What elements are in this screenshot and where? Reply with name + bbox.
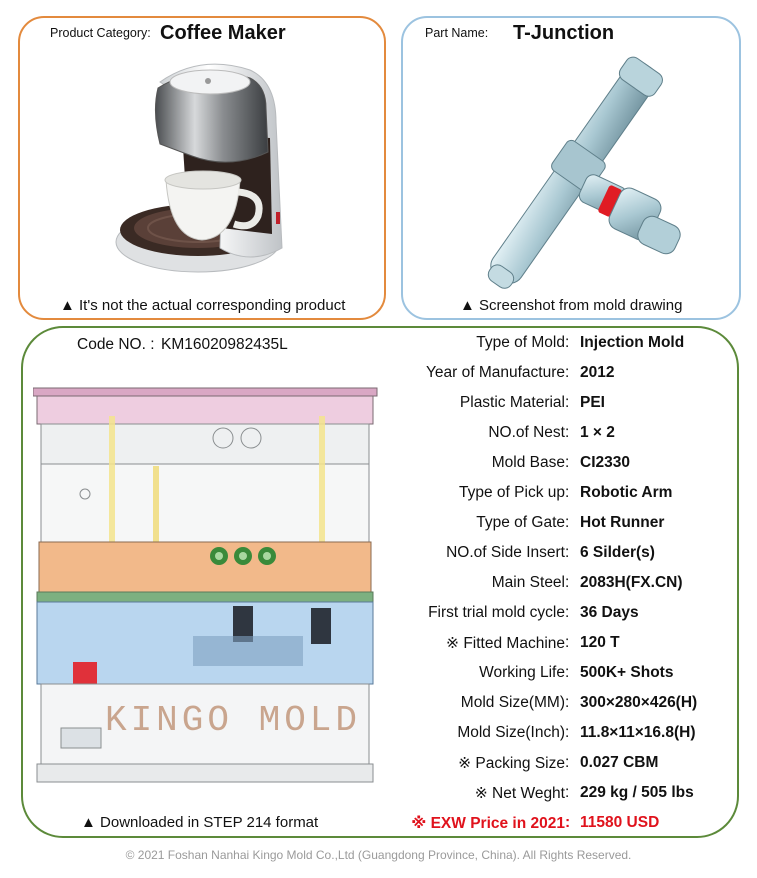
mold-caption: ▲ Downloaded in STEP 214 format xyxy=(81,814,319,831)
spec-separator: : xyxy=(565,784,570,801)
spec-value: 229 kg / 505 lbs xyxy=(580,784,694,801)
spec-row: Type of Gate: Hot Runner xyxy=(403,514,733,538)
code-label: Code NO. : xyxy=(77,336,155,353)
spec-row: Mold Size(Inch):11.8×11×16.8(H) xyxy=(403,724,733,748)
category-value: Coffee Maker xyxy=(160,22,286,44)
part-value: T-Junction xyxy=(513,22,615,44)
spec-label: ※ Packing Size xyxy=(458,755,565,772)
t-junction-image xyxy=(487,56,681,289)
spec-value: 500K+ Shots xyxy=(580,664,674,681)
spec-row: ※ Net Weght:229 kg / 505 lbs xyxy=(403,784,733,808)
spec-value: 6 Silder(s) xyxy=(580,544,655,561)
spec-row: Plastic Material: PEI xyxy=(403,394,733,418)
spec-separator: : xyxy=(565,454,570,471)
spec-row: Type of Mold: Injection Mold xyxy=(403,334,733,358)
spec-label: First trial mold cycle xyxy=(428,604,565,621)
copyright-footer: © 2021 Foshan Nanhai Kingo Mold Co.,Ltd … xyxy=(125,848,632,862)
spec-separator: : xyxy=(565,334,570,351)
category-label: Product Category: xyxy=(50,26,151,40)
spec-separator: : xyxy=(565,364,570,381)
spec-value: 36 Days xyxy=(580,604,639,621)
spec-label: Type of Gate xyxy=(476,514,565,531)
spec-row: ※ Fitted Machine:120 T xyxy=(403,634,733,658)
code-value: KM16020982435L xyxy=(161,336,288,353)
spec-label: Mold Base xyxy=(491,454,565,471)
spec-separator: : xyxy=(565,424,570,441)
spec-value: 0.027 CBM xyxy=(580,754,659,771)
spec-label: ※ EXW Price in 2021 xyxy=(411,815,565,832)
spec-separator: : xyxy=(565,484,570,501)
spec-value: 2012 xyxy=(580,364,615,381)
part-name-panel: Part Name: T-Junction ▲ Screenshot from … xyxy=(401,16,741,320)
spec-row: Mold Size(MM):300×280×426(H) xyxy=(403,694,733,718)
spec-separator: : xyxy=(565,814,571,831)
spec-value: Hot Runner xyxy=(580,514,665,531)
spec-row: Working Life:500K+ Shots xyxy=(403,664,733,688)
spec-separator: : xyxy=(565,724,570,741)
spec-value: 11580 USD xyxy=(580,814,660,831)
spec-label: Year of Manufacture xyxy=(425,364,565,381)
spec-label: Mold Size(MM) xyxy=(460,694,565,711)
spec-separator: : xyxy=(565,394,570,411)
spec-label: Type of Mold xyxy=(476,334,565,351)
spec-separator: : xyxy=(565,754,570,771)
spec-value: 120 T xyxy=(580,634,620,651)
kingo-mold-watermark: KINGO MOLD xyxy=(105,700,361,741)
spec-row: First trial mold cycle:36 Days xyxy=(403,604,733,628)
spec-label: NO.of Side Insert xyxy=(446,544,565,561)
spec-value: 11.8×11×16.8(H) xyxy=(580,724,696,741)
category-caption: ▲ It's not the actual corresponding prod… xyxy=(60,297,346,314)
mold-drawing-image: KINGO MOLD xyxy=(33,387,378,783)
spec-value: CI2330 xyxy=(580,454,630,471)
spec-value: Robotic Arm xyxy=(580,484,673,501)
spec-value: 300×280×426(H) xyxy=(580,694,698,711)
spec-row: Mold Base: CI2330 xyxy=(403,454,733,478)
spec-separator: : xyxy=(565,544,570,561)
spec-label: ※ Fitted Machine xyxy=(446,635,565,652)
spec-row: ※ EXW Price in 2021:11580 USD xyxy=(403,814,733,838)
spec-label: Type of Pick up xyxy=(459,484,565,501)
spec-row: Type of Pick up: Robotic Arm xyxy=(403,484,733,508)
product-category-panel: Product Category: Coffee Maker ▲ It's xyxy=(18,16,386,320)
spec-separator: : xyxy=(565,574,570,591)
spec-separator: : xyxy=(565,604,570,621)
spec-label: Main Steel xyxy=(491,574,565,591)
spec-label: ※ Net Weght xyxy=(474,785,565,802)
spec-value: 1 × 2 xyxy=(580,424,615,441)
part-label: Part Name: xyxy=(425,26,489,40)
spec-separator: : xyxy=(565,664,570,681)
spec-row: ※ Packing Size:0.027 CBM xyxy=(403,754,733,778)
mold-spec-panel: Code NO. : KM16020982435L KING xyxy=(21,326,739,838)
spec-label: Mold Size(Inch) xyxy=(457,724,565,741)
spec-separator: : xyxy=(565,634,570,651)
spec-label: Plastic Material xyxy=(459,394,565,411)
spec-separator: : xyxy=(565,514,570,531)
spec-value: 2083H(FX.CN) xyxy=(580,574,683,591)
coffee-maker-image xyxy=(115,63,283,273)
spec-row: Year of Manufacture:2012 xyxy=(403,364,733,388)
spec-value: Injection Mold xyxy=(580,334,685,351)
spec-label: Working Life xyxy=(479,664,565,681)
part-caption: ▲ Screenshot from mold drawing xyxy=(460,297,683,314)
spec-row: Main Steel:2083H(FX.CN) xyxy=(403,574,733,598)
spec-row: NO.of Side Insert:6 Silder(s) xyxy=(403,544,733,568)
spec-label: NO.of Nest xyxy=(488,424,565,441)
spec-separator: : xyxy=(565,694,570,711)
spec-row: NO.of Nest:1 × 2 xyxy=(403,424,733,448)
spec-value: PEI xyxy=(580,394,605,411)
